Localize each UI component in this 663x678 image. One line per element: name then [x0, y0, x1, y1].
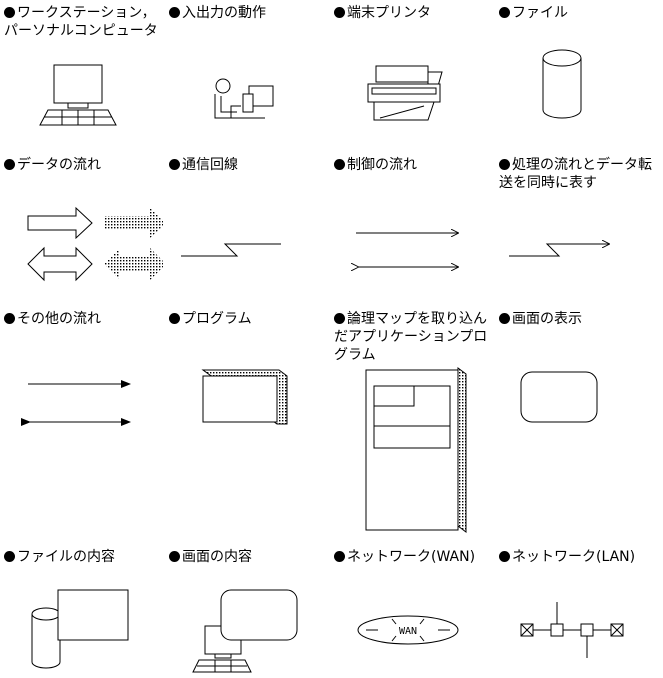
other-flow-arrows	[21, 380, 131, 426]
bullet-icon	[334, 551, 345, 562]
symbol-file: ファイル	[495, 0, 658, 160]
control-flow-arrows	[330, 152, 493, 312]
wan-cloud-icon: WAN	[357, 615, 459, 645]
symbol-program: プログラム	[165, 306, 328, 466]
symbol-label: ファイルの内容	[4, 548, 166, 566]
bullet-icon	[4, 551, 15, 562]
bullet-icon	[169, 313, 180, 324]
operator-icon	[214, 78, 274, 119]
bullet-icon	[4, 7, 15, 18]
symbol-control-flow: 制御の流れ	[330, 152, 493, 312]
bullet-icon	[499, 7, 510, 18]
bullet-icon	[499, 551, 510, 562]
workstation-icon	[39, 64, 117, 126]
symbol-data-flow: データの流れ	[0, 152, 163, 312]
symbol-label: 論理マップを取り込んだアプリケーションプログラム	[334, 311, 488, 363]
symbol-label: ネットワーク(LAN)	[499, 548, 661, 566]
process-transfer-icon	[509, 152, 658, 257]
symbol-other-flow: その他の流れ	[0, 306, 163, 466]
bullet-icon	[499, 313, 510, 324]
comm-line-icon	[181, 243, 281, 257]
symbol-label: 画面の表示	[499, 310, 661, 328]
symbol-label: その他の流れ	[4, 310, 166, 328]
file-contents-icon	[31, 589, 129, 669]
symbol-label: 端末プリンタ	[334, 4, 496, 22]
symbol-process-and-transfer: 処理の流れとデータ転送を同時に表す	[495, 152, 658, 312]
symbol-network-wan: ネットワーク(WAN) WAN	[330, 544, 493, 678]
screen-contents-icon	[192, 589, 298, 673]
display-rounded-icon	[520, 371, 598, 423]
symbol-screen-display: 画面の表示	[495, 306, 658, 466]
symbol-label: ファイル	[499, 4, 661, 22]
symbol-workstation: ワークステーション，パーソナルコンピュータ	[0, 0, 163, 160]
symbol-file-contents: ファイルの内容	[0, 544, 163, 678]
app-program-icon	[365, 367, 467, 533]
symbol-network-lan: ネットワーク(LAN)	[495, 544, 658, 678]
program-box-icon	[201, 369, 288, 425]
symbol-label: ワークステーション，パーソナルコンピュータ	[4, 5, 158, 39]
symbol-label: プログラム	[169, 310, 331, 328]
symbol-label: 入出力の動作	[169, 4, 331, 22]
bullet-icon	[169, 159, 180, 170]
symbol-app-with-logical-map: 論理マップを取り込んだアプリケーションプログラム	[330, 306, 493, 546]
symbol-terminal-printer: 端末プリンタ	[330, 0, 493, 160]
bullet-icon	[499, 159, 510, 170]
bullet-icon	[4, 159, 15, 170]
symbol-label: 制御の流れ	[334, 156, 496, 174]
symbol-communication-line: 通信回線	[165, 152, 328, 312]
bullet-icon	[4, 313, 15, 324]
wan-label: WAN	[399, 626, 417, 637]
bullet-icon	[169, 7, 180, 18]
symbol-screen-contents: 画面の内容	[165, 544, 328, 678]
symbol-label: 画面の内容	[169, 548, 331, 566]
symbol-label: データの流れ	[4, 156, 166, 174]
bullet-icon	[334, 7, 345, 18]
lan-bus-icon	[520, 602, 624, 658]
file-cylinder-icon	[542, 49, 582, 119]
symbol-label: ネットワーク(WAN)	[334, 548, 496, 566]
symbol-label: 処理の流れとデータ転送を同時に表す	[499, 157, 652, 191]
printer-icon	[367, 65, 443, 121]
bullet-icon	[334, 159, 345, 170]
bullet-icon	[334, 313, 345, 324]
bullet-icon	[169, 551, 180, 562]
symbol-label: 通信回線	[169, 156, 331, 174]
data-flow-arrows	[27, 206, 163, 282]
symbol-io-operation: 入出力の動作	[165, 0, 328, 160]
